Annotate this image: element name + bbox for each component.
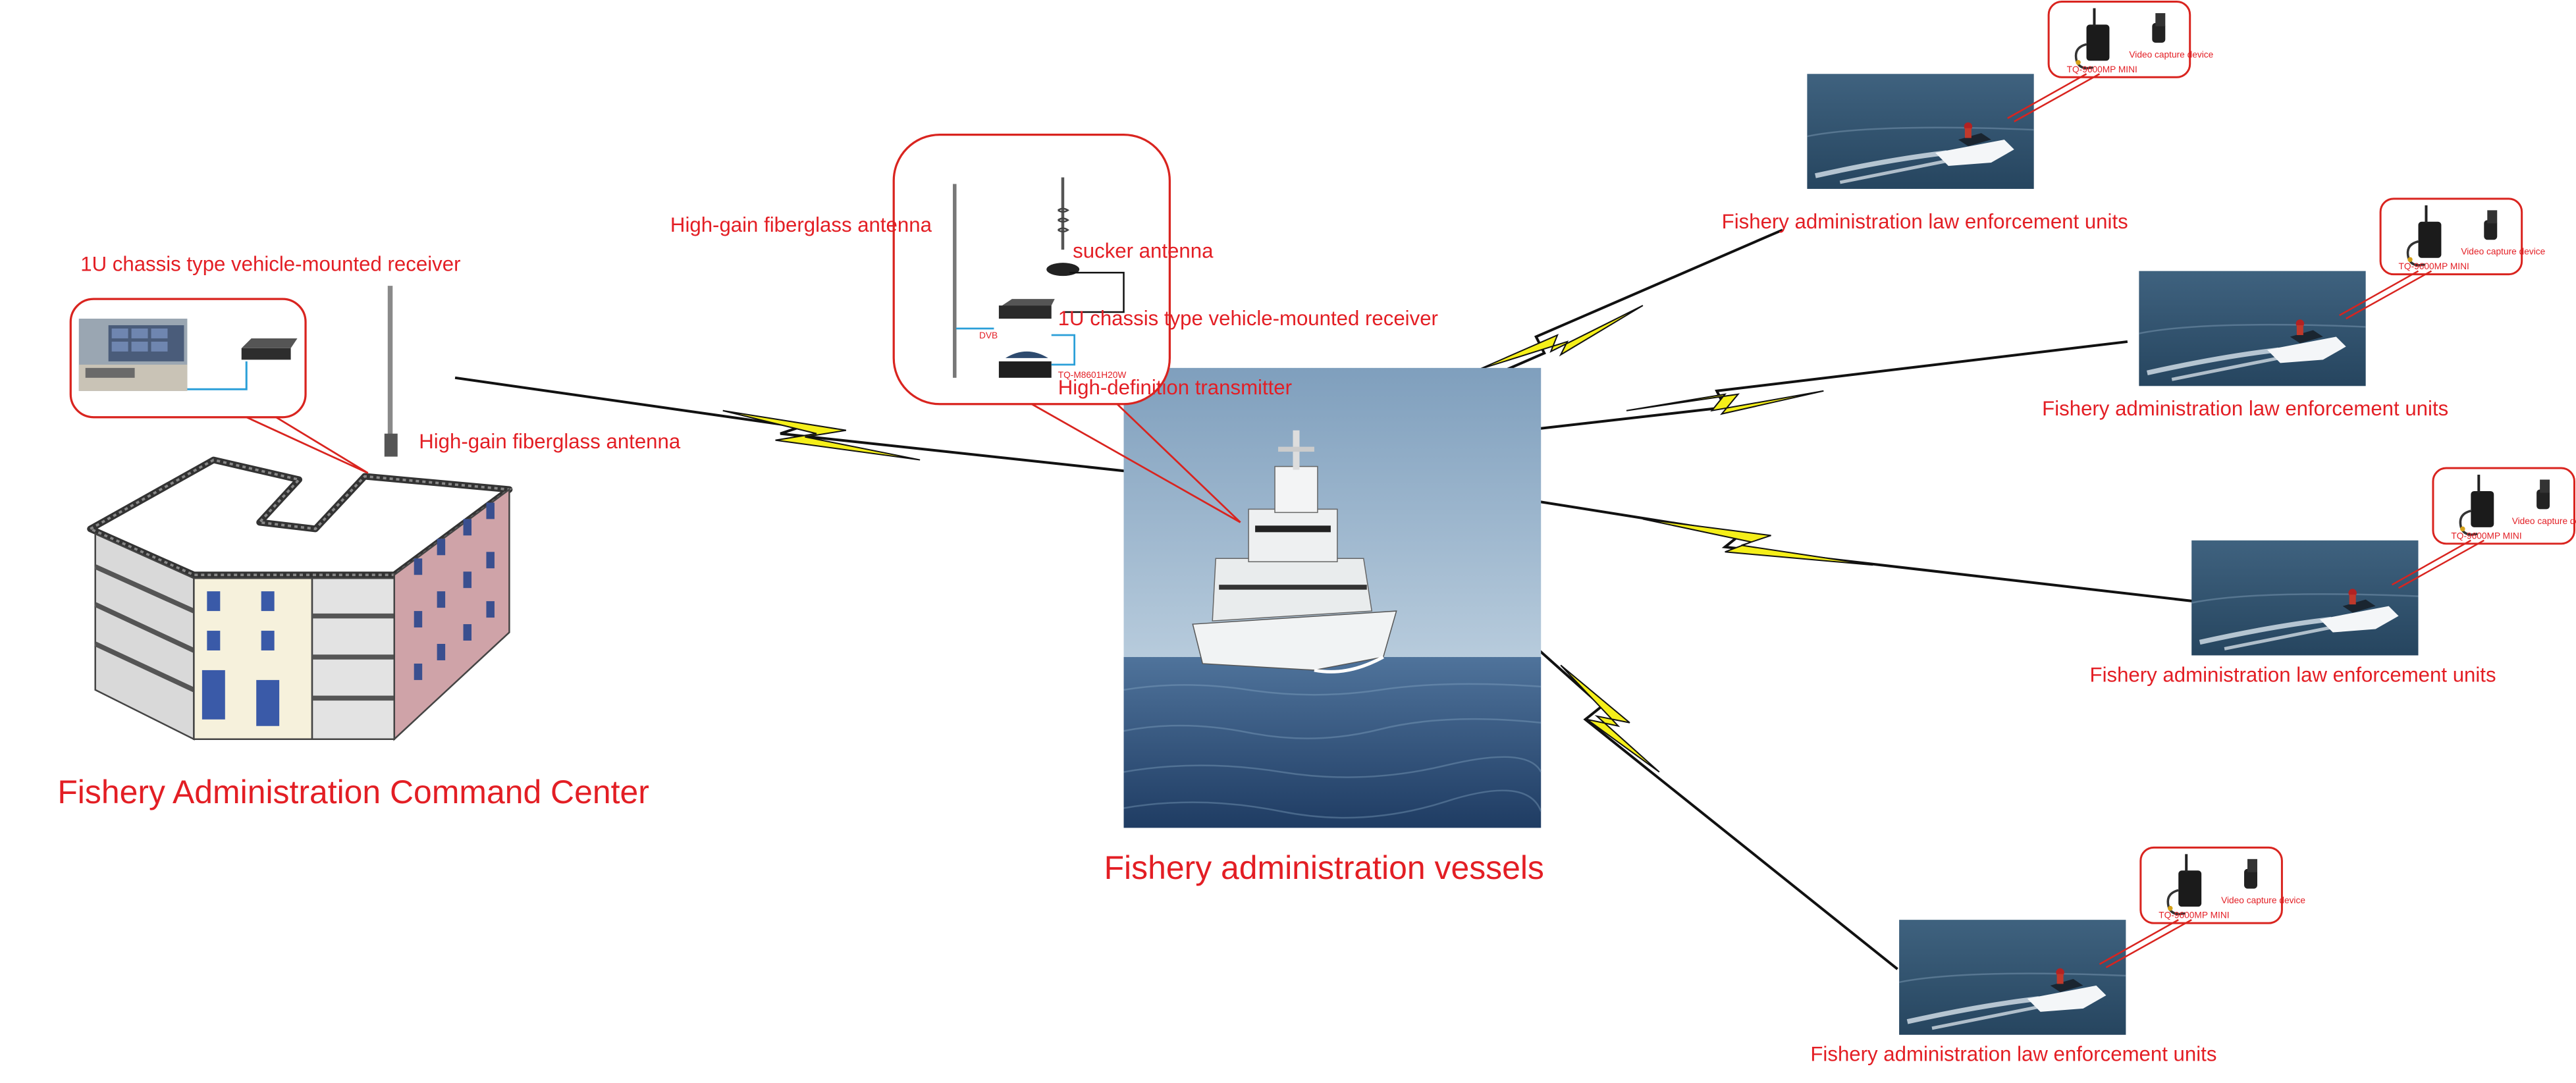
vessel-title: Fishery administration vessels — [1104, 851, 1544, 887]
unit-4-camera-icon — [2244, 858, 2257, 889]
unit-2-tx-model: TQ-9600MP MINI — [2399, 261, 2469, 271]
unit-1-speedboat-photo — [1807, 74, 2033, 189]
vessel-fiberglass-antenna-label: High-gain fiberglass antenna — [670, 213, 932, 237]
unit-3-callout — [2432, 467, 2576, 545]
unit-3: TQ-9600MP MINI Video capture device — [2191, 467, 2576, 656]
command-center-callout — [69, 298, 369, 474]
fishery-vessel-photo — [1123, 367, 1542, 828]
unit-1-tx-model: TQ-9600MP MINI — [2067, 65, 2137, 74]
unit-3-speedboat-photo — [2191, 541, 2418, 656]
unit-1-camera-icon — [2152, 13, 2166, 43]
device-tag-dvb: DVB — [979, 330, 998, 340]
device-tag-model: TQ-M8601H20W — [1058, 370, 1127, 380]
unit-3-tx-model: TQ-9600MP MINI — [2451, 531, 2521, 541]
unit-4-speedboat-photo — [1899, 920, 2126, 1035]
unit-1-callout — [2047, 0, 2191, 78]
unit-3-label: Fishery administration law enforcement u… — [2089, 663, 2496, 687]
sucker-antenna-label: sucker antenna — [1073, 240, 1214, 263]
unit-2: TQ-9600MP MINI Video capture device — [2139, 198, 2546, 386]
unit-1-label: Fishery administration law enforcement u… — [1721, 210, 2128, 234]
unit-4: TQ-9600MP MINI Video capture device — [1899, 846, 2305, 1035]
control-room-photo — [78, 319, 188, 391]
unit-3-camera-icon — [2536, 479, 2550, 510]
vessel-fiberglass-antenna-icon — [953, 184, 957, 378]
unit-1: TQ-9600MP MINI Video capture device — [1807, 0, 2214, 189]
unit-4-tx-model: TQ-9600MP MINI — [2159, 911, 2229, 920]
command-center-building — [87, 286, 513, 741]
radio-link-command-center — [454, 376, 1266, 488]
unit-2-camera-icon — [2484, 210, 2498, 240]
radio-link-unit-3 — [1380, 475, 2193, 603]
unit-2-label: Fishery administration law enforcement u… — [2042, 397, 2449, 421]
vessel-callout: DVB TQ-M8601H20W — [892, 133, 1241, 523]
radio-link-unit-2 — [1380, 340, 2128, 448]
vessel-receiver-label: 1U chassis type vehicle-mounted receiver — [1058, 307, 1438, 330]
command-center-receiver-label: 1U chassis type vehicle-mounted receiver — [80, 253, 461, 277]
unit-4-label: Fishery administration law enforcement u… — [1810, 1043, 2217, 1067]
command-center-antenna-label: High-gain fiberglass antenna — [419, 430, 681, 454]
receiver-1u-icon — [241, 338, 298, 360]
hd-transmitter-icon — [998, 351, 1052, 378]
vessel-receiver-icon — [998, 299, 1055, 319]
unit-2-capture-label: Video capture device — [2461, 247, 2545, 257]
unit-2-speedboat-photo — [2139, 271, 2365, 386]
unit-4-capture-label: Video capture device — [2221, 895, 2305, 905]
hd-transmitter-label: High-definition transmitter — [1058, 376, 1293, 400]
unit-3-capture-label: Video capture device — [2512, 516, 2576, 526]
command-center-title: Fishery Administration Command Center — [57, 775, 649, 812]
unit-4-callout — [2139, 846, 2283, 924]
unit-2-callout — [2379, 198, 2523, 276]
unit-1-capture-label: Video capture device — [2129, 49, 2213, 59]
fiberglass-antenna-icon — [387, 286, 393, 450]
